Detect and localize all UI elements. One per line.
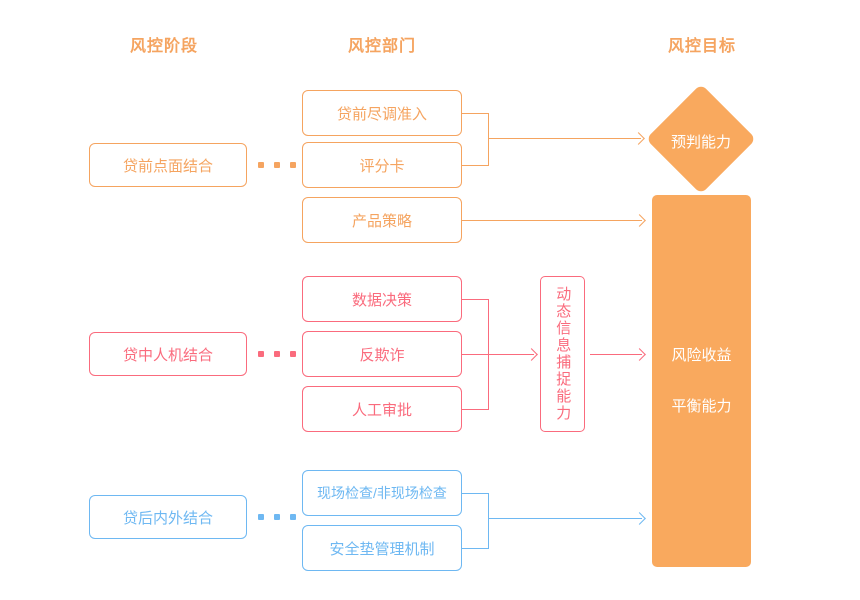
- dept-box-label: 贷前尽调准入: [336, 105, 427, 123]
- stage-box-post-loan[interactable]: 贷后内外结合: [89, 495, 247, 539]
- dept-box-in-loan-anti-fraud[interactable]: 反欺诈: [302, 331, 462, 377]
- goal-block-line1: 风险收益: [671, 347, 732, 364]
- dept-box-label: 反欺诈: [359, 346, 405, 364]
- goal-diamond-prediction-label: 预判能力: [670, 134, 731, 151]
- dept-box-post-loan-safety-cushion[interactable]: 安全垫管理机制: [302, 525, 462, 571]
- dept-box-label: 数据决策: [351, 291, 412, 309]
- dept-box-pre-loan-product-strategy[interactable]: 产品策略: [302, 197, 462, 243]
- column-header-goal: 风控目标: [668, 38, 737, 55]
- dept-box-post-loan-onsite-inspection[interactable]: 现场检查/非现场检查: [302, 470, 462, 516]
- vertical-box-label: 动态信息捕捉能力: [554, 286, 572, 422]
- vertical-box-dynamic-info-capture[interactable]: 动态信息捕捉能力: [540, 276, 585, 432]
- dot-icon: [258, 351, 264, 357]
- stage-box-pre-loan-label: 贷前点面结合: [122, 157, 213, 175]
- column-header-stage: 风控阶段: [130, 38, 199, 55]
- dots-separator-post-loan: [258, 514, 296, 520]
- dept-box-pre-loan-scorecard[interactable]: 评分卡: [302, 142, 462, 188]
- stage-box-in-loan[interactable]: 贷中人机结合: [89, 332, 247, 376]
- dept-box-label: 产品策略: [351, 212, 412, 230]
- dot-icon: [258, 162, 264, 168]
- stage-box-pre-loan[interactable]: 贷前点面结合: [89, 143, 247, 187]
- goal-block-line2: 平衡能力: [671, 398, 732, 415]
- dept-box-in-loan-manual-approval[interactable]: 人工审批: [302, 386, 462, 432]
- dot-icon: [258, 514, 264, 520]
- dots-separator-in-loan: [258, 351, 296, 357]
- dept-box-in-loan-data-decision[interactable]: 数据决策: [302, 276, 462, 322]
- dot-icon: [290, 514, 296, 520]
- dept-box-label: 评分卡: [359, 157, 405, 175]
- dot-icon: [274, 514, 280, 520]
- goal-block-risk-return[interactable]: [652, 195, 751, 567]
- column-header-department: 风控部门: [348, 38, 417, 55]
- dot-icon: [290, 162, 296, 168]
- stage-box-in-loan-label: 贷中人机结合: [122, 346, 213, 364]
- dot-icon: [274, 162, 280, 168]
- dot-icon: [274, 351, 280, 357]
- stage-box-post-loan-label: 贷后内外结合: [122, 509, 213, 527]
- dept-box-pre-loan-due-diligence[interactable]: 贷前尽调准入: [302, 90, 462, 136]
- dept-box-label: 安全垫管理机制: [329, 540, 435, 558]
- goal-block-risk-return-labels: 风险收益 平衡能力: [652, 348, 751, 414]
- dots-separator-pre-loan: [258, 162, 296, 168]
- dot-icon: [290, 351, 296, 357]
- dept-box-label: 人工审批: [351, 401, 412, 419]
- dept-box-label: 现场检查/非现场检查: [317, 485, 447, 501]
